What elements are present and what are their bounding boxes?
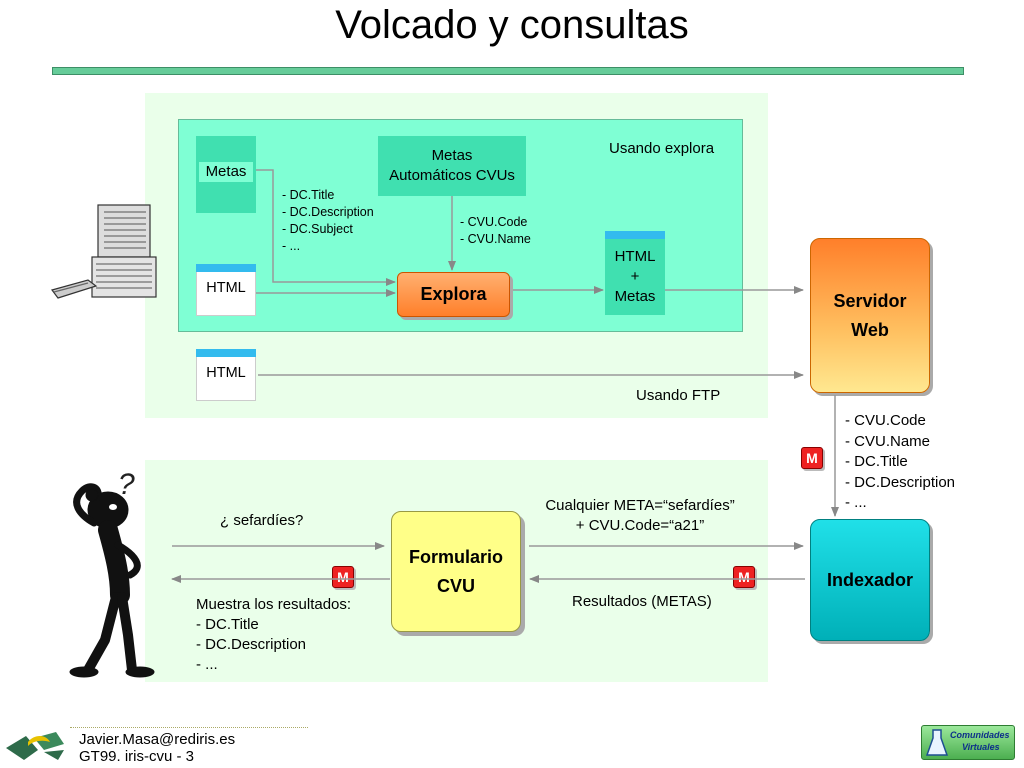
results-metas-label: Resultados (METAS) xyxy=(572,593,712,610)
logo-text-1: Comunidades xyxy=(950,730,1010,740)
page-title: Volcado y consultas xyxy=(335,3,689,47)
computer-icon xyxy=(50,204,157,299)
footer-rule xyxy=(70,727,308,729)
meta-query-label: Cualquier META=“sefardíes” + CVU.Code=“a… xyxy=(545,497,735,534)
cvu-fields-list: - CVU.Code - CVU.Name xyxy=(460,215,531,246)
html-metas-box: HTML + Metas xyxy=(605,231,665,315)
html-ftp-label: HTML xyxy=(206,365,246,381)
usando-explora-label: Usando explora xyxy=(609,140,715,157)
metas-box: Metas xyxy=(196,136,256,213)
comunidades-virtuales-logo: Comunidades Virtuales xyxy=(921,725,1015,760)
html-ftp-box: HTML xyxy=(196,349,256,401)
usando-ftp-label: Usando FTP xyxy=(636,387,721,404)
rediris-logo-icon xyxy=(6,732,64,760)
footer-email: Javier.Masa@rediris.es xyxy=(79,731,236,748)
explora-box: Explora xyxy=(397,272,510,317)
question-mark: ? xyxy=(118,468,135,501)
html-metas-header xyxy=(605,231,665,239)
formulario-cvu-box: Formulario CVU xyxy=(391,511,521,632)
html-file-box: HTML xyxy=(196,264,256,316)
servidor-web-box: Servidor Web xyxy=(810,238,930,393)
html-file-header xyxy=(196,264,256,272)
html-file-label: HTML xyxy=(206,280,246,296)
metas-auto-line1: Metas xyxy=(431,147,473,164)
html-ftp-header xyxy=(196,349,256,357)
meta-badge-results: M xyxy=(332,566,354,588)
thinking-person-icon xyxy=(69,483,155,678)
indexador-box: Indexador xyxy=(810,519,930,641)
html-metas-label: HTML + Metas xyxy=(614,248,656,305)
query-label: ¿ sefardíes? xyxy=(220,512,304,529)
metas-label: Metas xyxy=(199,162,253,182)
arrow-metas-to-explora xyxy=(256,169,396,286)
footer-reference: GT99. iris-cvu - 3 xyxy=(79,748,195,765)
metas-auto-line2: Automáticos CVUs xyxy=(389,167,515,184)
logo-text-2: Virtuales xyxy=(962,742,1000,752)
meta-badge-index: M xyxy=(801,447,823,469)
meta-badge-indexer: M xyxy=(733,566,755,588)
show-results-label: Muestra los resultados: - DC.Title - DC.… xyxy=(196,596,352,673)
flask-icon xyxy=(926,729,948,756)
dc-fields-list: - DC.Title - DC.Description - DC.Subject… xyxy=(282,188,374,253)
metas-auto-box: Metas Automáticos CVUs xyxy=(378,136,526,196)
title-divider xyxy=(52,67,964,75)
indexer-fields-list: - CVU.Code - CVU.Name - DC.Title - DC.De… xyxy=(845,412,956,511)
